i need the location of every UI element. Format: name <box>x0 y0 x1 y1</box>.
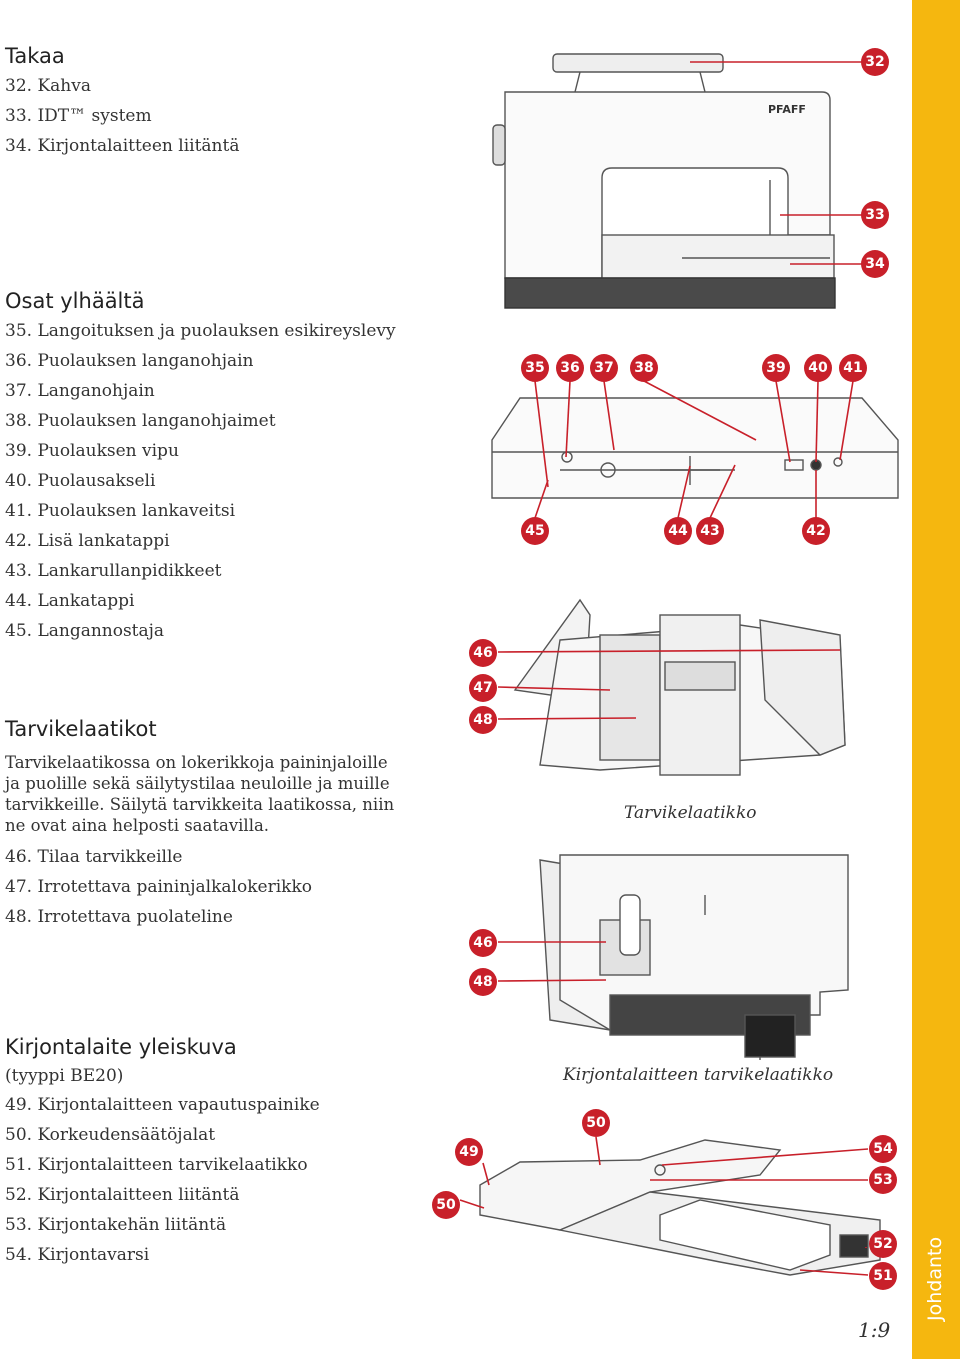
callout-badge: 37 <box>590 354 618 382</box>
callout-badge: 52 <box>869 1230 897 1258</box>
callout-badge: 43 <box>696 517 724 545</box>
page-number: 1:9 <box>858 1318 890 1342</box>
embroidery-unit-illustration <box>480 1140 880 1275</box>
caption-embroidery-accessory-box: Kirjontalaitteen tarvikelaatikko <box>563 1065 833 1085</box>
callout-badge: 46 <box>469 929 497 957</box>
callout-badge: 39 <box>762 354 790 382</box>
callout-badge: 38 <box>630 354 658 382</box>
sewing-machine-illustration <box>493 54 835 308</box>
top-view-illustration <box>492 398 898 498</box>
callout-badge: 48 <box>469 968 497 996</box>
callout-badge: 51 <box>869 1262 897 1290</box>
callout-badge: 42 <box>802 517 830 545</box>
callout-badge: 32 <box>861 48 889 76</box>
callout-badge: 41 <box>839 354 867 382</box>
callout-badge: 50 <box>582 1109 610 1137</box>
callout-badge: 53 <box>869 1166 897 1194</box>
callout-badge: 40 <box>804 354 832 382</box>
chapter-tab <box>912 0 960 1359</box>
machine-logo: PFAFF <box>768 103 806 116</box>
callout-badge: 50 <box>432 1191 460 1219</box>
callout-badge: 54 <box>869 1135 897 1163</box>
callout-badge: 44 <box>664 517 692 545</box>
free-arm-tray-illustration <box>540 855 848 1060</box>
callout-badge: 46 <box>469 639 497 667</box>
callout-badge: 45 <box>521 517 549 545</box>
callout-badge: 48 <box>469 706 497 734</box>
callout-badge: 36 <box>556 354 584 382</box>
chapter-tab-label: Johdanto <box>924 1237 946 1321</box>
callout-badge: 49 <box>455 1138 483 1166</box>
callout-badge: 33 <box>861 201 889 229</box>
caption-accessory-box: Tarvikelaatikko <box>624 803 757 823</box>
callout-badge: 35 <box>521 354 549 382</box>
callout-badge: 47 <box>469 674 497 702</box>
accessory-tray-illustration <box>515 600 845 775</box>
callout-badge: 34 <box>861 250 889 278</box>
